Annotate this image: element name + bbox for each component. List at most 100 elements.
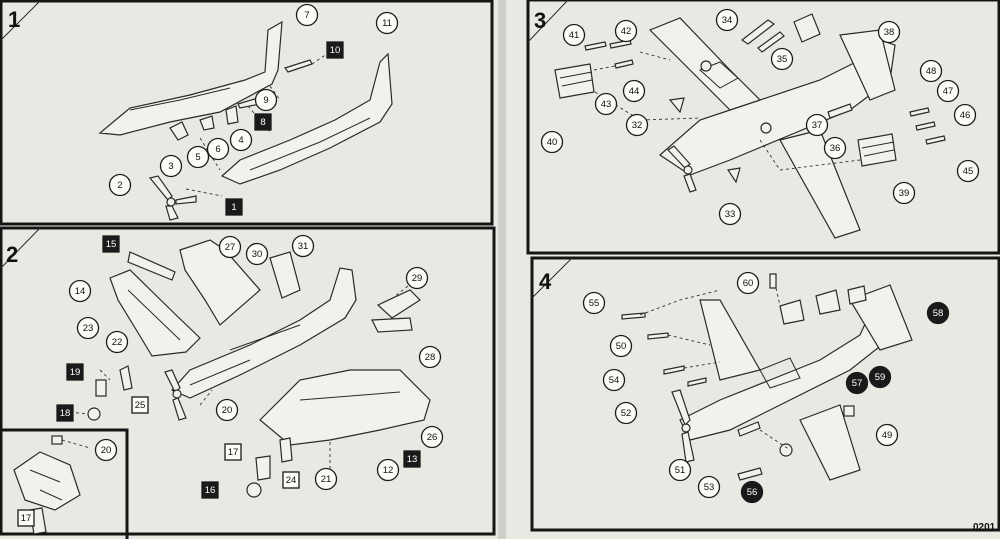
callout-number: 48 — [926, 66, 937, 77]
part-callout-22: 22 — [105, 330, 129, 354]
callout-marker — [845, 371, 869, 395]
part-callout-20-inset: 20 — [94, 438, 118, 462]
callout-marker — [594, 92, 618, 116]
callout-marker — [375, 11, 399, 35]
callout-number: 56 — [747, 487, 758, 498]
callout-marker — [875, 423, 899, 447]
callout-marker — [159, 154, 183, 178]
part-callouts: 1234567891011121314151617181920212223242… — [17, 3, 980, 527]
callout-number: 21 — [321, 474, 332, 485]
step-1-illustration — [98, 20, 393, 221]
callout-number: 18 — [60, 408, 71, 419]
callout-number: 32 — [632, 120, 643, 131]
callout-number: 35 — [777, 54, 788, 65]
callout-marker — [218, 235, 242, 259]
callout-marker — [225, 198, 243, 216]
part-callout-34: 34 — [715, 8, 739, 32]
part-callout-17-inset: 17 — [17, 509, 35, 527]
callout-marker — [823, 136, 847, 160]
callout-marker — [877, 20, 901, 44]
callout-marker — [229, 128, 253, 152]
callout-marker — [56, 404, 74, 422]
callout-number: 16 — [205, 485, 216, 496]
part-callout-38: 38 — [877, 20, 901, 44]
part-callout-40: 40 — [540, 130, 564, 154]
callout-marker — [295, 3, 319, 27]
callout-marker — [282, 471, 300, 489]
callout-number: 7 — [304, 10, 309, 21]
callout-number: 22 — [112, 337, 123, 348]
catalogue-number: 0201 — [973, 522, 996, 533]
callout-number: 29 — [412, 273, 423, 284]
callout-marker — [736, 271, 760, 295]
callout-marker — [245, 242, 269, 266]
callout-marker — [66, 363, 84, 381]
callout-number: 19 — [70, 367, 81, 378]
callout-marker — [17, 509, 35, 527]
part-callout-37: 37 — [805, 113, 829, 137]
callout-number: 59 — [875, 372, 886, 383]
callout-marker — [326, 41, 344, 59]
page-fold — [498, 0, 506, 539]
callout-marker — [919, 59, 943, 83]
part-callout-19: 19 — [66, 363, 84, 381]
callout-number: 27 — [225, 242, 236, 253]
part-callout-50: 50 — [609, 334, 633, 358]
part-callout-5: 5 — [186, 145, 210, 169]
callout-marker — [926, 301, 950, 325]
part-callout-23: 23 — [76, 316, 100, 340]
callout-marker — [936, 79, 960, 103]
part-callout-48: 48 — [919, 59, 943, 83]
part-callout-27: 27 — [218, 235, 242, 259]
callout-marker — [614, 401, 638, 425]
part-callout-53: 53 — [697, 475, 721, 499]
callout-number: 36 — [830, 143, 841, 154]
callout-number: 5 — [195, 152, 200, 163]
callout-number: 39 — [899, 188, 910, 199]
callout-marker — [715, 8, 739, 32]
callout-number: 11 — [382, 18, 392, 29]
part-callout-35: 35 — [770, 47, 794, 71]
step-4-illustration — [621, 273, 913, 481]
part-callout-56: 56 — [740, 480, 764, 504]
part-callout-6: 6 — [206, 137, 230, 161]
part-callout-52: 52 — [614, 401, 638, 425]
callout-marker — [718, 202, 742, 226]
part-callout-1: 1 — [225, 198, 243, 216]
callout-number: 28 — [425, 352, 436, 363]
callout-number: 20 — [101, 445, 112, 456]
callout-number: 23 — [83, 323, 94, 334]
callout-number: 45 — [963, 166, 974, 177]
callout-marker — [76, 316, 100, 340]
callout-marker — [206, 137, 230, 161]
callout-number: 12 — [383, 465, 394, 476]
part-callout-31: 31 — [291, 234, 315, 258]
step-2-number: 2 — [6, 242, 18, 267]
callout-marker — [625, 113, 649, 137]
callout-number: 3 — [168, 161, 173, 172]
callout-number: 60 — [743, 278, 754, 289]
part-callout-26: 26 — [420, 425, 444, 449]
callout-number: 6 — [215, 144, 220, 155]
part-callout-12: 12 — [376, 458, 400, 482]
callout-number: 26 — [427, 432, 438, 443]
callout-number: 37 — [812, 120, 823, 131]
step-4-number: 4 — [539, 269, 552, 294]
callout-marker — [405, 266, 429, 290]
part-callout-59: 59 — [868, 365, 892, 389]
callout-marker — [314, 467, 338, 491]
part-callout-43: 43 — [594, 92, 618, 116]
callout-marker — [770, 47, 794, 71]
callout-marker — [868, 365, 892, 389]
step-3-number: 3 — [534, 8, 546, 33]
callout-marker — [420, 425, 444, 449]
part-callout-3: 3 — [159, 154, 183, 178]
part-callout-32: 32 — [625, 113, 649, 137]
callout-number: 41 — [569, 30, 580, 41]
callout-number: 44 — [629, 86, 640, 97]
part-callout-45: 45 — [956, 159, 980, 183]
callout-marker — [418, 345, 442, 369]
part-callout-54: 54 — [602, 368, 626, 392]
part-callout-8: 8 — [254, 113, 272, 131]
